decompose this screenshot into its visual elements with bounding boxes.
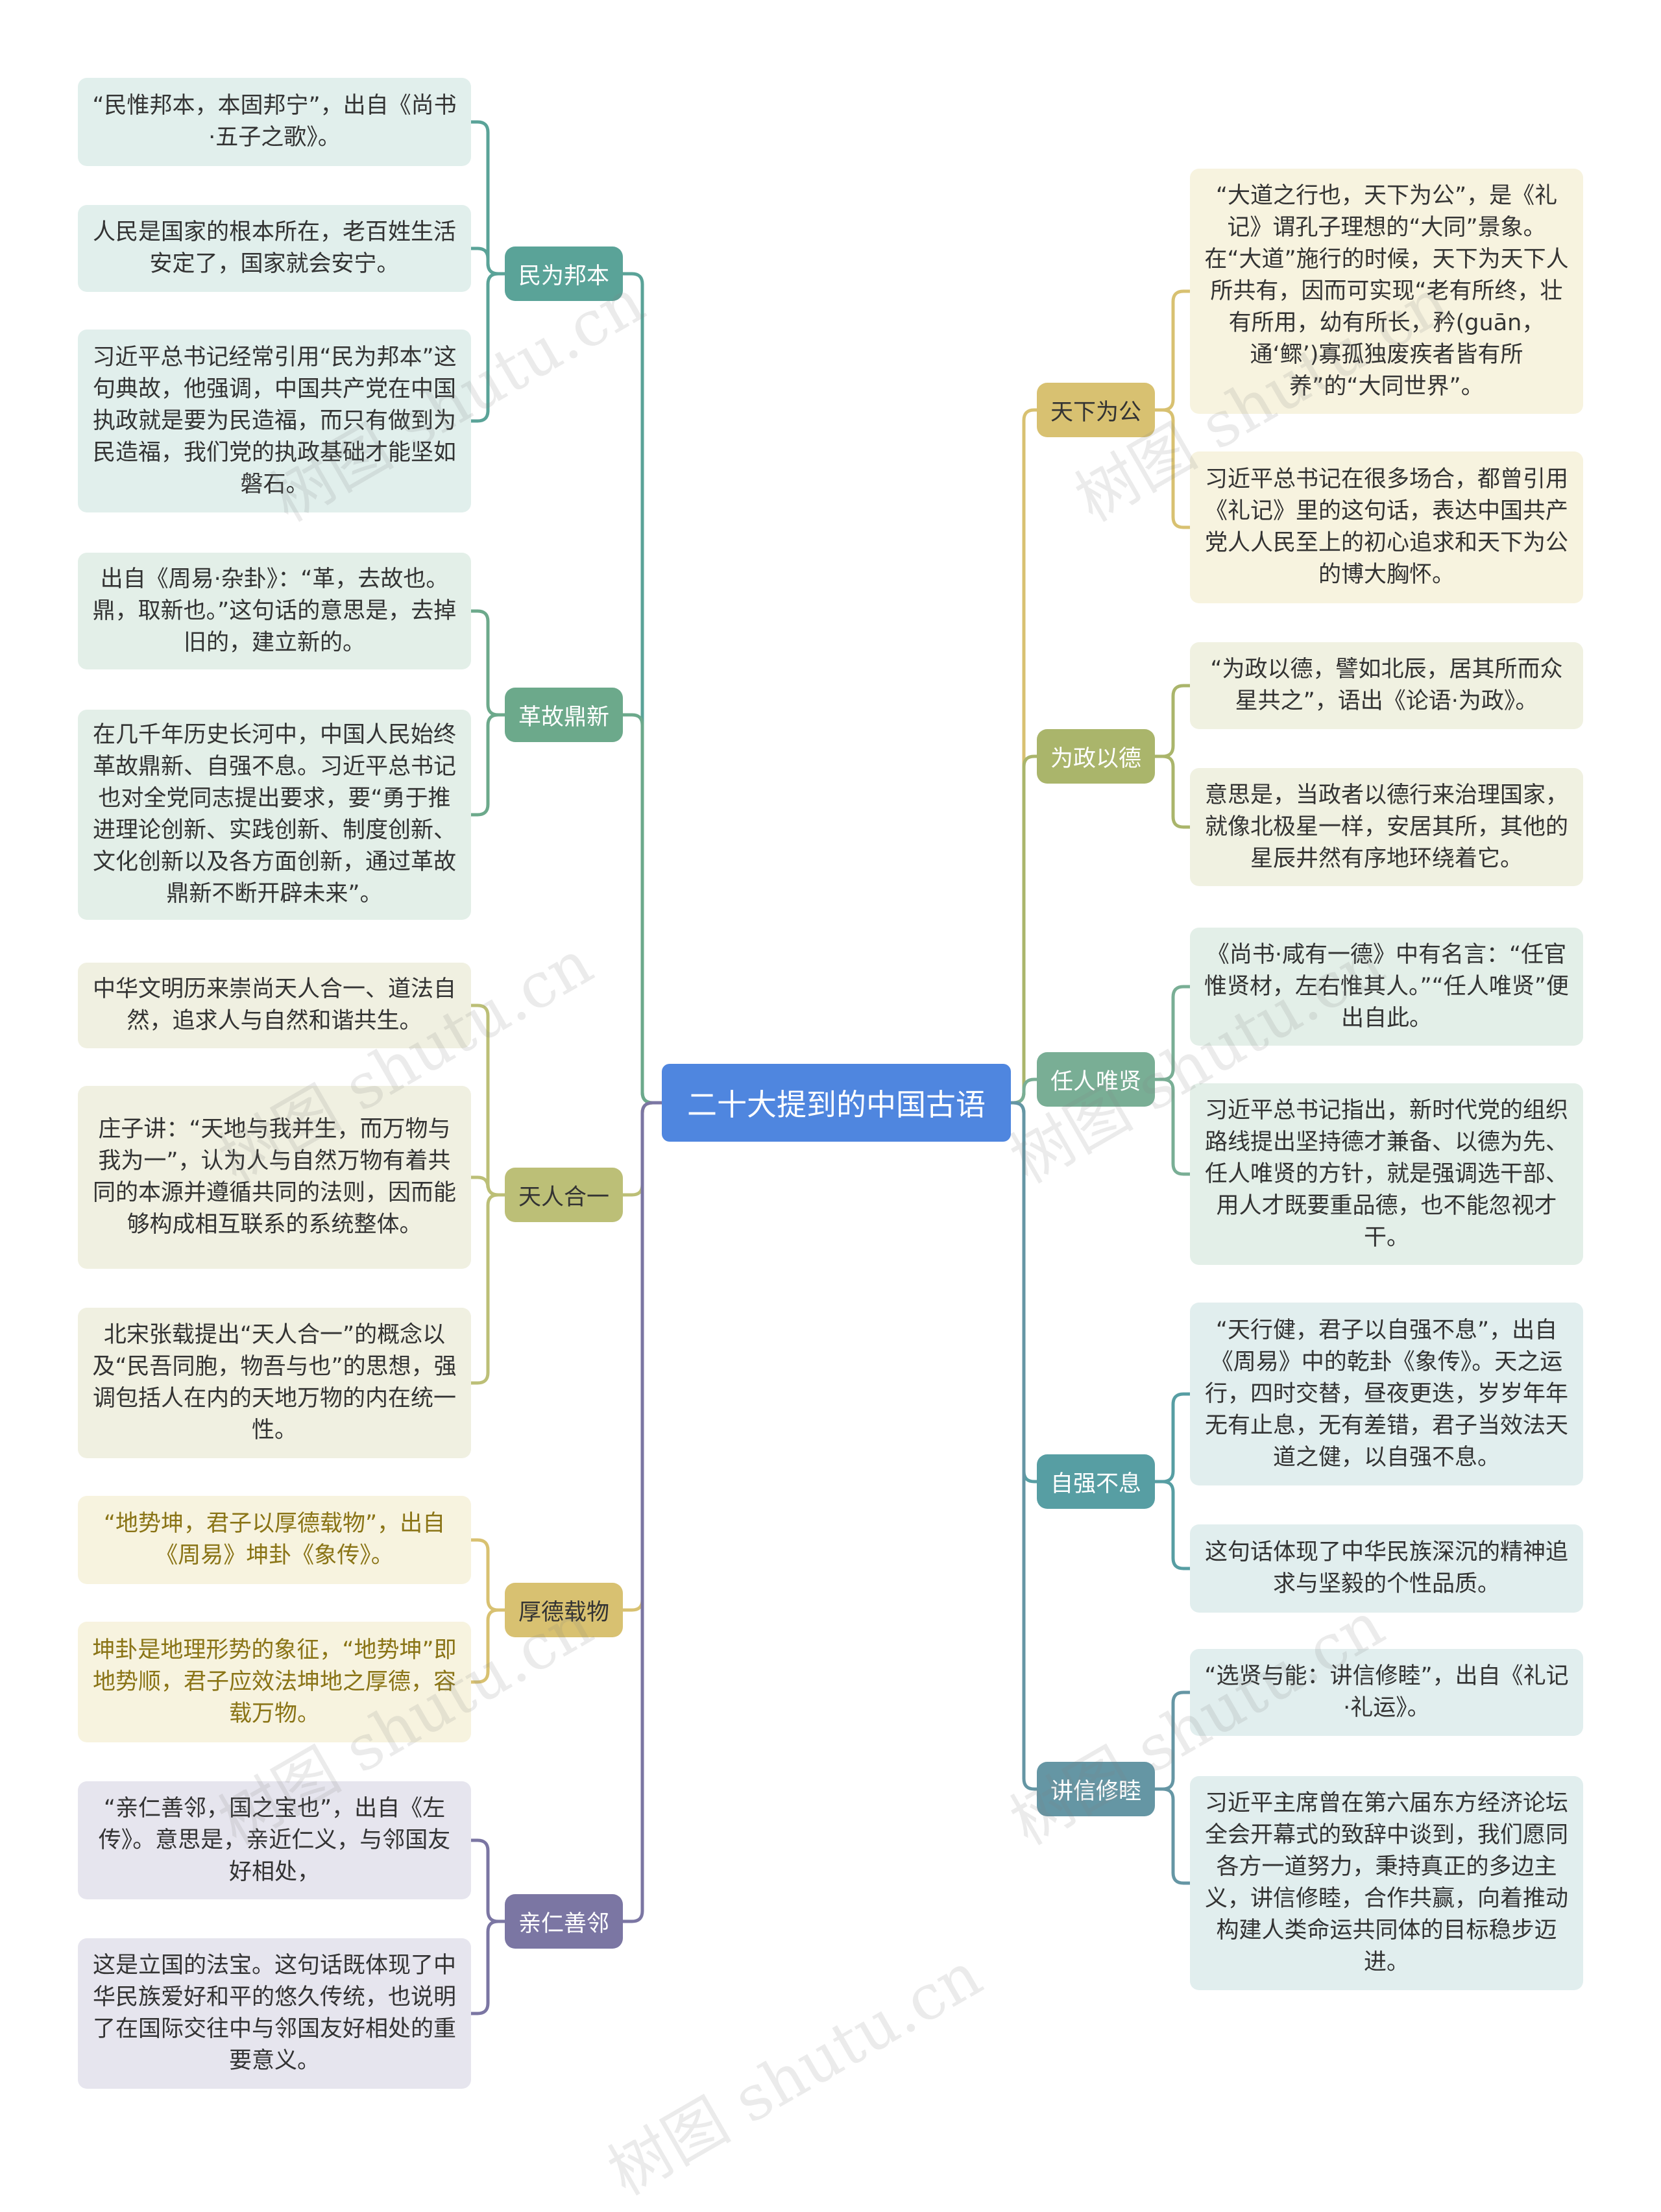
root-branch-link <box>1009 754 1039 1105</box>
root-branch-link <box>1009 1101 1039 1791</box>
leaf-note[interactable]: 这是立国的法宝。这句话既体现了中华民族爱好和平的悠久传统，也说明了在国际交往中与… <box>78 1938 471 2089</box>
leaf-note[interactable]: 中华文明历来崇尚天人合一、道法自然，追求人与自然和谐共生。 <box>78 963 471 1048</box>
leaf-note[interactable]: 《尚书·咸有一德》中有名言：“任官惟贤材，左右惟其人。”“任人唯贤”便出自此。 <box>1190 928 1583 1046</box>
branch-leaf-link <box>1153 408 1192 529</box>
leaf-note[interactable]: “亲仁善邻，国之宝也”，出自《左传》。意思是，亲近仁义，与邻国友好相处， <box>78 1781 471 1899</box>
leaf-note[interactable]: “为政以德，譬如北辰，居其所而众星共之”，语出《论语·为政》。 <box>1190 642 1583 729</box>
branch-wei-zheng-yi-de[interactable]: 为政以德 <box>1037 729 1155 784</box>
leaf-note[interactable]: 习近平主席曾在第六届东方经济论坛全会开幕式的致辞中谈到，我们愿同各方一道努力，秉… <box>1190 1776 1583 1990</box>
leaf-note[interactable]: 在几千年历史长河中，中国人民始终革故鼎新、自强不息。习近平总书记也对全党同志提出… <box>78 710 471 920</box>
leaf-note[interactable]: 习近平总书记在很多场合，都曾引用《礼记》里的这句话，表达中国共产党人人民至上的初… <box>1190 451 1583 603</box>
branch-jiang-xin-xiu-mu[interactable]: 讲信修睦 <box>1037 1762 1155 1816</box>
branch-leaf-link <box>469 246 507 276</box>
branch-leaf-link <box>1153 985 1192 1081</box>
leaf-note[interactable]: 习近平总书记指出，新时代党的组织路线提出坚持德才兼备、以德为先、任人唯贤的方针，… <box>1190 1083 1583 1265</box>
leaf-note[interactable]: “地势坤，君子以厚德载物”，出自《周易》坤卦《象传》。 <box>78 1496 471 1584</box>
branch-leaf-link <box>1153 1392 1192 1484</box>
branch-leaf-link <box>1153 1690 1192 1791</box>
leaf-note[interactable]: 这句话体现了中华民族深沉的精神追求与坚毅的个性品质。 <box>1190 1524 1583 1613</box>
root-topic[interactable]: 二十大提到的中国古语 <box>662 1064 1011 1142</box>
branch-tian-xia-wei-gong[interactable]: 天下为公 <box>1037 383 1155 437</box>
leaf-note[interactable]: “民惟邦本，本固邦宁”，出自《尚书·五子之歌》。 <box>78 78 471 166</box>
branch-leaf-link <box>469 1004 507 1197</box>
branch-leaf-link <box>1153 289 1192 412</box>
branch-leaf-link <box>1153 684 1192 758</box>
branch-leaf-link <box>469 1608 507 1684</box>
branch-leaf-link <box>469 1538 507 1612</box>
branch-leaf-link <box>1153 1480 1192 1570</box>
root-branch-link <box>621 713 664 1105</box>
branch-ge-gu-ding-xin[interactable]: 革故鼎新 <box>505 688 623 742</box>
leaf-note[interactable]: 坤卦是地理形势的象征，“地势坤”即地势顺，君子应效法坤地之厚德，容载万物。 <box>78 1622 471 1742</box>
branch-leaf-link <box>1153 1787 1192 1885</box>
branch-qin-ren-shan-lin[interactable]: 亲仁善邻 <box>505 1894 623 1949</box>
branch-leaf-link <box>469 120 507 276</box>
branch-leaf-link <box>1153 1077 1192 1176</box>
branch-tian-ren-he-yi[interactable]: 天人合一 <box>505 1168 623 1222</box>
root-branch-link <box>1009 1077 1039 1105</box>
branch-leaf-link <box>469 1193 507 1385</box>
leaf-note[interactable]: “天行健，君子以自强不息”，出自《周易》中的乾卦《象传》。天之运行，四时交替，昼… <box>1190 1303 1583 1485</box>
branch-hou-de-zai-wu[interactable]: 厚德载物 <box>505 1583 623 1637</box>
leaf-note[interactable]: 出自《周易·杂卦》：“革，去故也。鼎，取新也。”这句话的意思是，去掉旧的，建立新… <box>78 553 471 669</box>
branch-leaf-link <box>1153 754 1192 829</box>
leaf-note[interactable]: 人民是国家的根本所在，老百姓生活安定了，国家就会安宁。 <box>78 205 471 292</box>
leaf-note[interactable]: “选贤与能：讲信修睦”，出自《礼记·礼运》。 <box>1190 1649 1583 1736</box>
branch-leaf-link <box>469 1919 507 2015</box>
branch-zi-qiang-bu-xi[interactable]: 自强不息 <box>1037 1454 1155 1509</box>
branch-leaf-link <box>469 1838 507 1923</box>
leaf-note[interactable]: “大道之行也，天下为公”，是《礼记》谓孔子理想的“大同”景象。在“大道”施行的时… <box>1190 169 1583 414</box>
branch-leaf-link <box>469 609 507 717</box>
leaf-note[interactable]: 意思是，当政者以德行来治理国家，就像北极星一样，安居其所，其他的星辰井然有序地环… <box>1190 768 1583 886</box>
leaf-note[interactable]: 庄子讲：“天地与我并生，而万物与我为一”，认为人与自然万物有着共同的本源并遵循共… <box>78 1086 471 1269</box>
branch-ren-ren-wei-xian[interactable]: 任人唯贤 <box>1037 1052 1155 1107</box>
branch-leaf-link <box>469 713 507 817</box>
branch-leaf-link <box>469 272 507 423</box>
root-branch-link <box>621 1101 664 1923</box>
leaf-note[interactable]: 北宋张载提出“天人合一”的概念以及“民吾同胞，物吾与也”的思想，强调包括人在内的… <box>78 1308 471 1458</box>
leaf-note[interactable]: 习近平总书记经常引用“民为邦本”这句典故，他强调，中国共产党在中国执政就是要为民… <box>78 330 471 512</box>
branch-min-wei-bang-ben[interactable]: 民为邦本 <box>505 246 623 301</box>
